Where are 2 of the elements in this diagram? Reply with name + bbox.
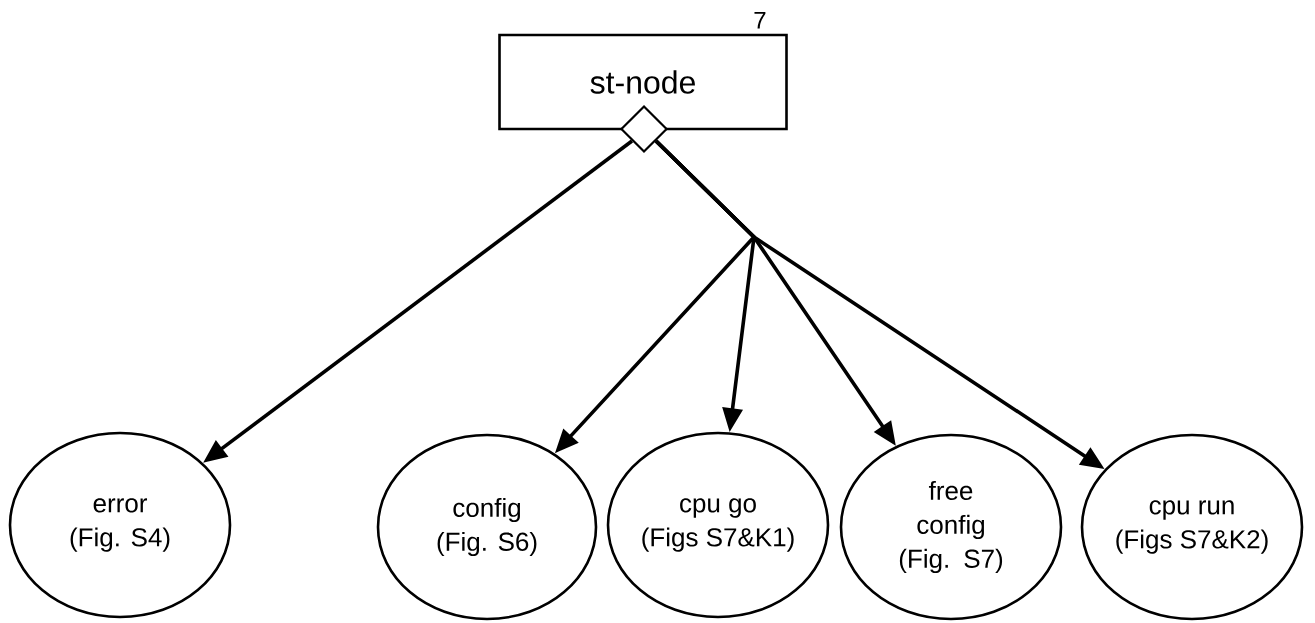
process-box: st-node [498, 33, 788, 131]
beside-number: 7 [754, 12, 766, 29]
